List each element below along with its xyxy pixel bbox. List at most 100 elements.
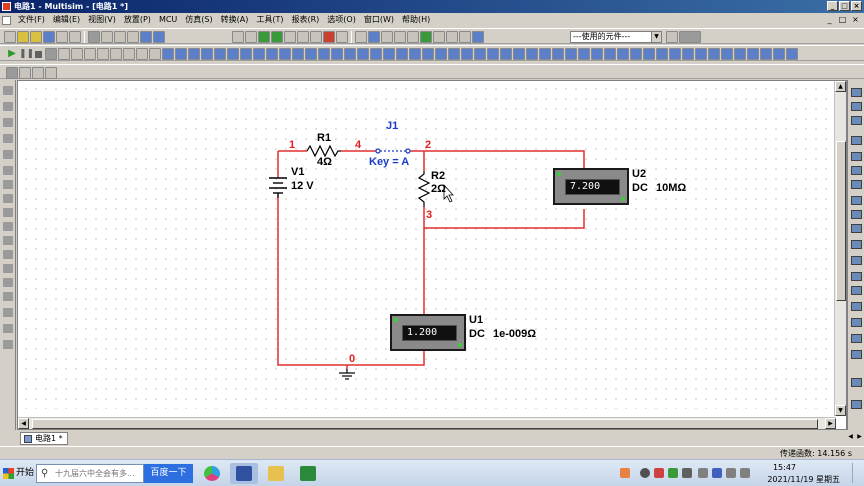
toggle-breakpoint-icon[interactable] [84,48,96,60]
instrument-counter-icon[interactable] [851,180,862,189]
instrument-agilent-gen-icon[interactable] [851,302,862,311]
print-icon[interactable] [56,31,68,43]
tool-icon-43[interactable] [708,48,720,60]
instrument-spectrum-icon[interactable] [851,272,862,281]
spectrum-analyzer-icon[interactable] [318,48,330,60]
power-icon[interactable] [3,236,13,245]
u2-resistance-label[interactable]: 10MΩ [656,182,687,194]
taskbar-app-multisim[interactable] [230,463,258,484]
tool-icon-45[interactable] [734,48,746,60]
instrument-multimeter-icon[interactable] [851,88,862,97]
u1-terminal-plus[interactable] [394,318,398,322]
zoom-area-icon[interactable] [284,31,296,43]
pause-icon[interactable]: ❚❚ [19,49,35,59]
tool-icon-32[interactable] [565,48,577,60]
oscilloscope-icon[interactable] [201,48,213,60]
cut-icon[interactable] [88,31,100,43]
electromechanical-icon[interactable] [3,292,13,301]
open-icon[interactable] [17,31,29,43]
agilent-oscilloscope-icon[interactable] [370,48,382,60]
menu-mcu[interactable]: MCU [158,15,178,24]
wire-3-u2[interactable] [423,207,585,229]
u1-terminal-minus[interactable] [458,343,462,347]
info-icon[interactable] [666,31,678,43]
start-button[interactable]: 开始 [2,465,34,482]
r2-value-label[interactable]: 2Ω [431,183,446,195]
ground-symbol[interactable] [339,369,355,380]
run-icon[interactable]: ▶ [8,48,16,59]
measurement-probe-icon[interactable] [396,48,408,60]
rotate-icon[interactable] [32,67,44,79]
parent-sheet-icon[interactable] [245,31,257,43]
resistor-r2-symbol[interactable] [417,171,431,207]
tray-app-icon-1[interactable] [654,468,664,478]
zoom-sheet-icon[interactable] [297,31,309,43]
erc-icon[interactable] [420,31,432,43]
print-preview-icon[interactable] [69,31,81,43]
analysis-icon[interactable] [149,48,161,60]
instrument-wattmeter-icon[interactable] [851,116,862,125]
tool-icon-46[interactable] [747,48,759,60]
minimize-button[interactable]: _ [827,1,838,11]
transistor-icon[interactable] [3,134,13,143]
tool-icon-37[interactable] [630,48,642,60]
tray-app-icon-2[interactable] [668,468,678,478]
horizontal-scrollbar[interactable]: ◀ ▶ [18,417,836,429]
scroll-right-icon[interactable]: ▶ [825,418,836,429]
tool-icon-25[interactable] [474,48,486,60]
instrument-word-gen-icon[interactable] [851,196,862,205]
menu-window[interactable]: 窗口(W) [363,15,394,24]
instrument-agilent-scope-icon[interactable] [851,334,862,343]
open-sample-icon[interactable] [30,31,42,43]
vertical-scrollbar[interactable]: ▲ ▼ [834,81,846,416]
tool-icon-48[interactable] [773,48,785,60]
instrument-logic-analyzer-icon[interactable] [851,210,862,219]
tool-icon-39[interactable] [656,48,668,60]
close-button[interactable]: × [851,1,862,11]
breadboard-icon[interactable] [459,31,471,43]
diode-icon[interactable] [3,118,13,127]
ttl-icon[interactable] [3,166,13,175]
u2-terminal-plus[interactable] [557,172,561,176]
instrument-probe-icon[interactable] [851,378,862,387]
run-to-cursor-icon[interactable] [123,48,135,60]
stop-icon[interactable] [32,48,44,60]
tool-icon-40[interactable] [669,48,681,60]
instrument-tek-scope-icon[interactable] [851,350,862,359]
document-icon[interactable] [2,15,11,25]
hierarchical-block-icon[interactable] [3,324,13,333]
tool-icon-24[interactable] [461,48,473,60]
analog-icon[interactable] [3,150,13,159]
tool-icon-33[interactable] [578,48,590,60]
u2-terminal-minus[interactable] [621,197,625,201]
clock-date[interactable]: 2021/11/19 星期五 [767,475,840,484]
text-icon[interactable] [6,67,18,79]
help-icon[interactable] [472,31,484,43]
basic-icon[interactable] [3,102,13,111]
spreadsheet-icon[interactable] [368,31,380,43]
doc-minimize-button[interactable]: _ [827,15,832,24]
misc-digital-icon[interactable] [3,194,13,203]
r1-ref-label[interactable]: R1 [317,132,332,144]
u1-ref-label[interactable]: U1 [469,314,484,326]
tool-icon-38[interactable] [643,48,655,60]
switch-j1-symbol[interactable] [375,148,411,154]
iv-analyzer-icon[interactable] [292,48,304,60]
horizontal-scroll-thumb[interactable] [32,419,818,429]
tool-icon-26[interactable] [487,48,499,60]
ammeter-u1[interactable]: 1.200 [390,314,466,351]
mcu-icon[interactable] [3,308,13,317]
instrument-4ch-scope-icon[interactable] [851,152,862,161]
tool-icon-23[interactable] [448,48,460,60]
tool-icon-44[interactable] [721,48,733,60]
menu-edit[interactable]: 编辑(E) [52,15,81,24]
menu-tools[interactable]: 工具(T) [256,15,284,24]
tool-icon-31[interactable] [552,48,564,60]
tool-icon-30[interactable] [539,48,551,60]
tool-icon-49[interactable] [786,48,798,60]
doc-restore-button[interactable]: □ [838,15,847,24]
source-icon[interactable] [3,86,13,95]
view-toggle-icon[interactable] [136,48,148,60]
resistor-r1-symbol[interactable] [306,144,341,158]
sheet-tab[interactable]: 电路1 * [20,432,68,445]
